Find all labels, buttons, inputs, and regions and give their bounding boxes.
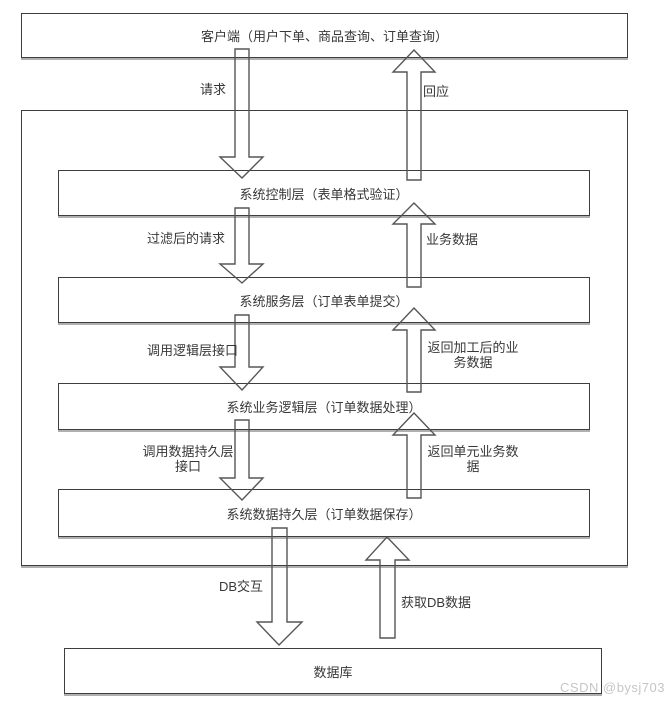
layer-label-business-logic: 系统业务逻辑层（订单数据处理） [226,400,422,415]
server-container-box [21,110,628,566]
layer-label-service: 系统服务层（订单表单提交） [239,293,409,309]
layer-box-service: 系统服务层（订单表单提交） [58,277,590,323]
layer-label-persistence: 系统数据持久层（订单数据保存） [226,506,422,522]
flow-label-db-interaction: DB交互 [219,579,264,594]
flow-label-get-db-data: 获取DB数据 [401,595,472,610]
flow-label-request: 请求 [200,82,227,97]
layer-box-persistence: 系统数据持久层（订单数据保存） [58,489,590,537]
flow-label-call-logic-interface: 调用逻辑层接口 [147,343,239,358]
client-box: 客户端（用户下单、商品查询、订单查询） [21,13,628,58]
flow-label-business-data: 业务数据 [426,232,479,247]
layer-box-business-logic: 系统业务逻辑层（订单数据处理） [58,383,590,430]
database-box: 数据库 [64,648,602,694]
database-box-label: 数据库 [313,664,353,680]
layer-label-control: 系统控制层（表单格式验证） [239,186,409,202]
client-box-label: 客户端（用户下单、商品查询、订单查询） [200,29,448,44]
csdn-watermark: CSDN @bysj703 [560,680,665,695]
layer-box-control: 系统控制层（表单格式验证） [58,170,590,216]
flow-label-response: 回应 [423,84,450,99]
flow-label-return-processed-business-data: 返回加工后的业 务数据 [427,340,519,370]
flow-label-call-persistence-interface: 调用数据持久层 接口 [142,444,234,474]
flow-label-return-unit-business-data: 返回单元业务数 据 [427,444,519,474]
flow-label-filtered-request: 过滤后的请求 [147,231,226,246]
